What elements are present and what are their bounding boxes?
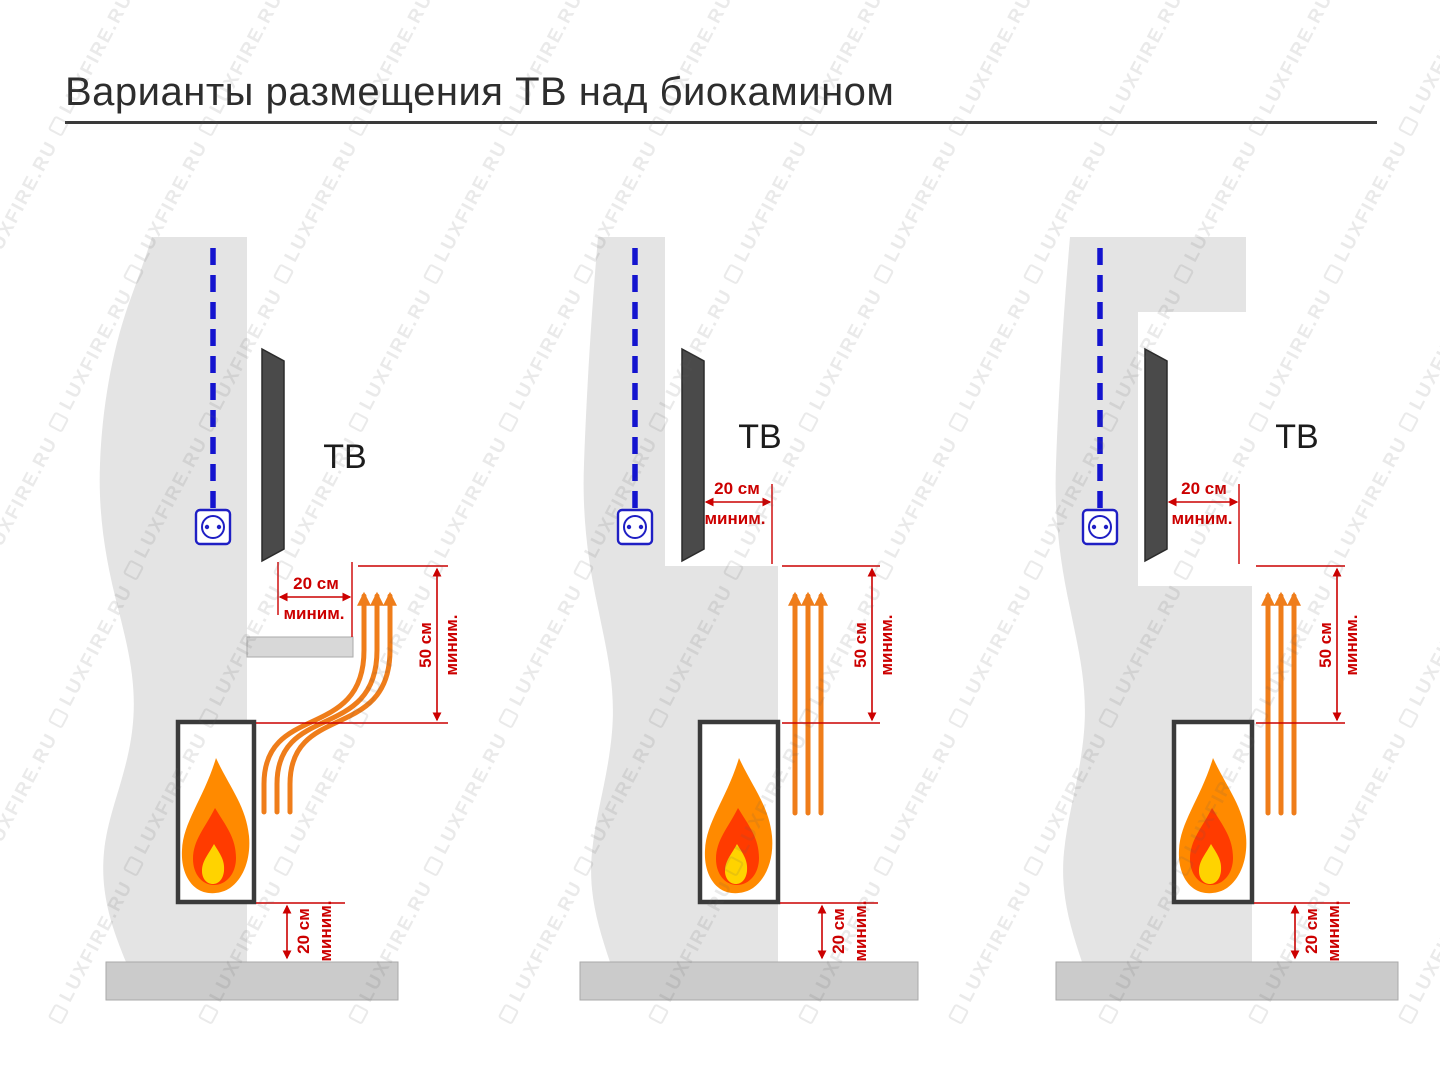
power-outlet-icon <box>1081 508 1119 546</box>
dimension-floor-gap: 20 см миним. <box>256 900 345 962</box>
dimension-qualifier: миним. <box>704 509 765 528</box>
dimension-tv-to-shelf: 20 см миним. <box>277 562 353 637</box>
dimension-value: 50 см <box>416 622 435 668</box>
dimension-qualifier: миним. <box>1324 900 1343 961</box>
dimension-qualifier: миним. <box>1171 509 1232 528</box>
dimension-qualifier: миним. <box>442 614 461 675</box>
dimension-qualifier: миним. <box>851 900 870 961</box>
dimension-qualifier: миним. <box>316 900 335 961</box>
tv-label: ТВ <box>323 438 366 476</box>
dimension-value: 20 см <box>1302 908 1321 954</box>
tv-label: ТВ <box>738 418 781 456</box>
fireplace-box <box>1171 719 1255 905</box>
tv-side-view <box>1144 347 1168 563</box>
heat-flow-arrows <box>788 591 828 816</box>
dimension-flame-clearance: 50 см миним. <box>782 565 896 724</box>
dimension-qualifier: миним. <box>877 614 896 675</box>
dimension-value: 50 см <box>851 622 870 668</box>
dimension-value: 20 см <box>714 479 760 498</box>
dimension-tv-to-niche-edge: 20 см миним. <box>1167 479 1240 564</box>
tv-side-view <box>261 347 285 563</box>
fireplace-box <box>175 719 257 905</box>
dimension-tv-to-ledge: 20 см миним. <box>704 479 773 564</box>
dimension-value: 20 см <box>829 908 848 954</box>
variant-1-diagram: ТВ 20 см миним. 50 см <box>99 237 461 1001</box>
power-outlet-icon <box>194 508 232 546</box>
dimension-flame-clearance: 50 см миним. <box>256 565 461 724</box>
tv-side-view <box>681 347 705 563</box>
dimension-value: 20 см <box>1181 479 1227 498</box>
title-underline <box>65 121 1377 124</box>
floor <box>1055 961 1399 1001</box>
dimension-floor-gap: 20 см миним. <box>780 900 878 962</box>
dimension-floor-gap: 20 см миним. <box>1254 900 1350 962</box>
variant-3-diagram: ТВ 20 см миним. 50 см мин <box>1055 237 1399 1001</box>
dimension-value: 20 см <box>294 908 313 954</box>
dimension-value: 20 см <box>293 574 339 593</box>
dimension-qualifier: миним. <box>283 604 344 623</box>
page-title: Варианты размещения ТВ над биокамином <box>65 70 895 114</box>
floor <box>105 961 399 1001</box>
heat-flow-arrows <box>261 591 397 815</box>
fireplace-box <box>697 719 781 905</box>
dimension-qualifier: миним. <box>1342 614 1361 675</box>
dimension-flame-clearance: 50 см миним. <box>1256 565 1361 724</box>
power-outlet-icon <box>616 508 654 546</box>
tv-label: ТВ <box>1275 418 1318 456</box>
dimension-value: 50 см <box>1316 622 1335 668</box>
mantel-shelf <box>246 636 354 658</box>
floor <box>579 961 919 1001</box>
variant-2-diagram: ТВ 20 см миним. 50 см мин <box>579 237 919 1001</box>
heat-flow-arrows <box>1261 591 1301 816</box>
